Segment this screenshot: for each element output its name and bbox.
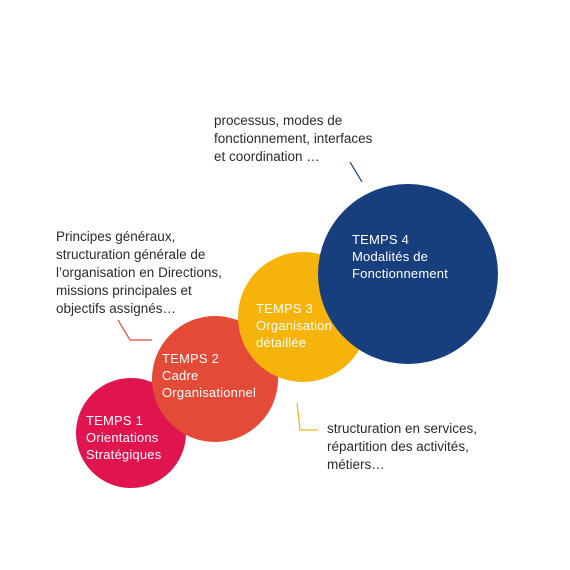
- label-temps-2-line-2: Cadre: [162, 368, 199, 383]
- annotation-temps-2-line-2: structuration générale de: [56, 247, 206, 262]
- label-temps-4-line-1: TEMPS 4: [352, 232, 410, 247]
- label-temps-2: TEMPS 2 Cadre Organisationnel: [162, 350, 256, 401]
- annotation-temps-2-line-1: Principes généraux,: [56, 229, 176, 244]
- annotation-temps-3: structuration en services, répartition d…: [327, 420, 477, 474]
- annotation-temps-4: processus, modes de fonctionnement, inte…: [214, 112, 372, 166]
- connector-temps-2: [117, 319, 152, 341]
- annotation-temps-2-line-5: objectifs assignés…: [56, 301, 177, 316]
- label-temps-3: TEMPS 3 Organisation détaillée: [256, 300, 332, 351]
- label-temps-4: TEMPS 4 Modalités de Fonctionnement: [352, 231, 448, 282]
- connector-temps-4: [349, 161, 363, 183]
- label-temps-3-line-1: TEMPS 3: [256, 301, 314, 316]
- label-temps-3-line-3: détaillée: [256, 335, 307, 350]
- label-temps-2-line-1: TEMPS 2: [162, 351, 220, 366]
- annotation-temps-3-line-1: structuration en services,: [327, 421, 478, 436]
- annotation-temps-4-line-1: processus, modes de: [214, 113, 343, 128]
- label-temps-2-line-3: Organisationnel: [162, 385, 257, 400]
- circle-temps-4: [318, 184, 498, 364]
- label-temps-1: TEMPS 1 Orientations Stratégiques: [86, 412, 161, 463]
- connector-temps-3: [296, 402, 318, 431]
- label-temps-3-line-2: Organisation: [256, 318, 333, 333]
- label-temps-4-line-2: Modalités de: [352, 249, 429, 264]
- annotation-temps-2-line-4: missions principales et: [56, 283, 192, 298]
- annotation-temps-4-line-3: et coordination …: [214, 149, 320, 164]
- label-temps-1-line-3: Stratégiques: [86, 447, 162, 462]
- label-temps-1-line-2: Orientations: [86, 430, 159, 445]
- annotation-temps-2-line-3: l’organisation en Directions,: [56, 265, 222, 280]
- annotation-temps-3-line-3: métiers…: [327, 457, 385, 472]
- label-temps-1-line-1: TEMPS 1: [86, 413, 144, 428]
- annotation-temps-2: Principes généraux, structuration généra…: [56, 228, 222, 318]
- label-temps-4-line-3: Fonctionnement: [352, 266, 449, 281]
- annotation-temps-4-line-2: fonctionnement, interfaces: [214, 131, 373, 146]
- annotation-temps-3-line-2: répartition des activités,: [327, 439, 469, 454]
